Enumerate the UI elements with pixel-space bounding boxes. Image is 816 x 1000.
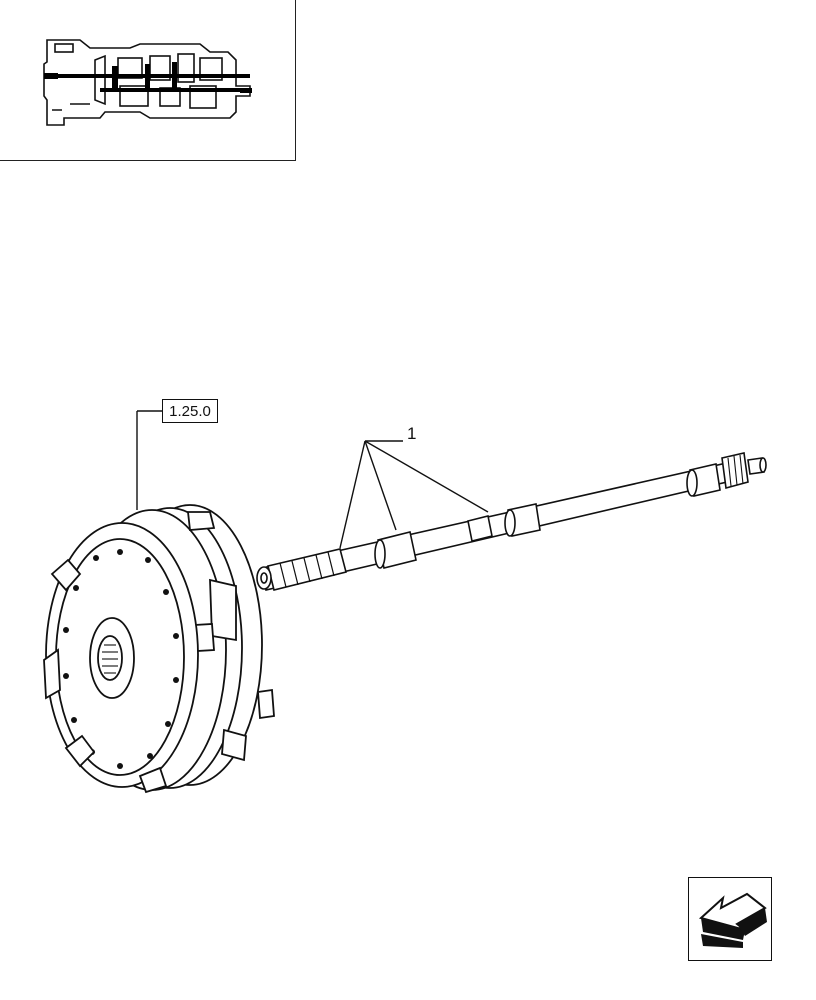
back-navigation-button[interactable] <box>688 877 772 961</box>
transmission-overview-drawing <box>43 39 252 126</box>
reference-label-box: 1.25.0 <box>162 399 218 423</box>
arrow-back-icon <box>698 892 767 948</box>
shaft <box>256 452 767 591</box>
callout-leader-lines <box>339 440 489 549</box>
clutch-assembly <box>43 504 275 794</box>
overview-thumbnail-frame <box>0 0 296 161</box>
callout-number-label: 1 <box>407 424 417 443</box>
